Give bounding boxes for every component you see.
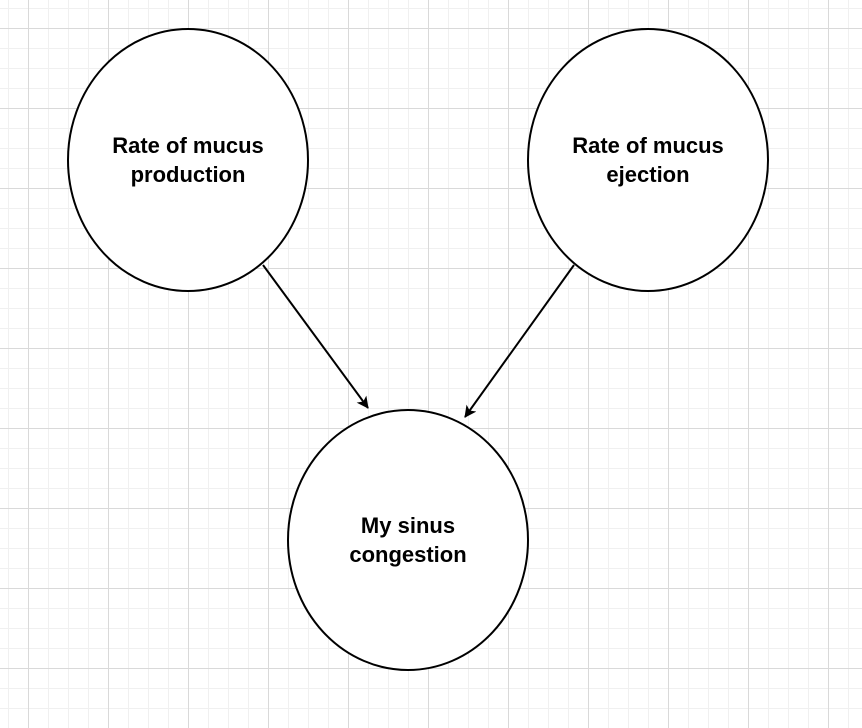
edge-production-to-congestion[interactable] (262, 264, 369, 409)
node-mucus-production[interactable] (67, 28, 309, 292)
edge-ejection-to-congestion[interactable] (464, 264, 575, 418)
node-mucus-ejection[interactable] (527, 28, 769, 292)
node-label-mucus-ejection: Rate of mucus ejection (572, 133, 724, 187)
node-sinus-congestion[interactable] (287, 409, 529, 671)
node-label-sinus-congestion: My sinus congestion (349, 513, 467, 567)
node-label-mucus-production: Rate of mucus production (112, 133, 264, 187)
